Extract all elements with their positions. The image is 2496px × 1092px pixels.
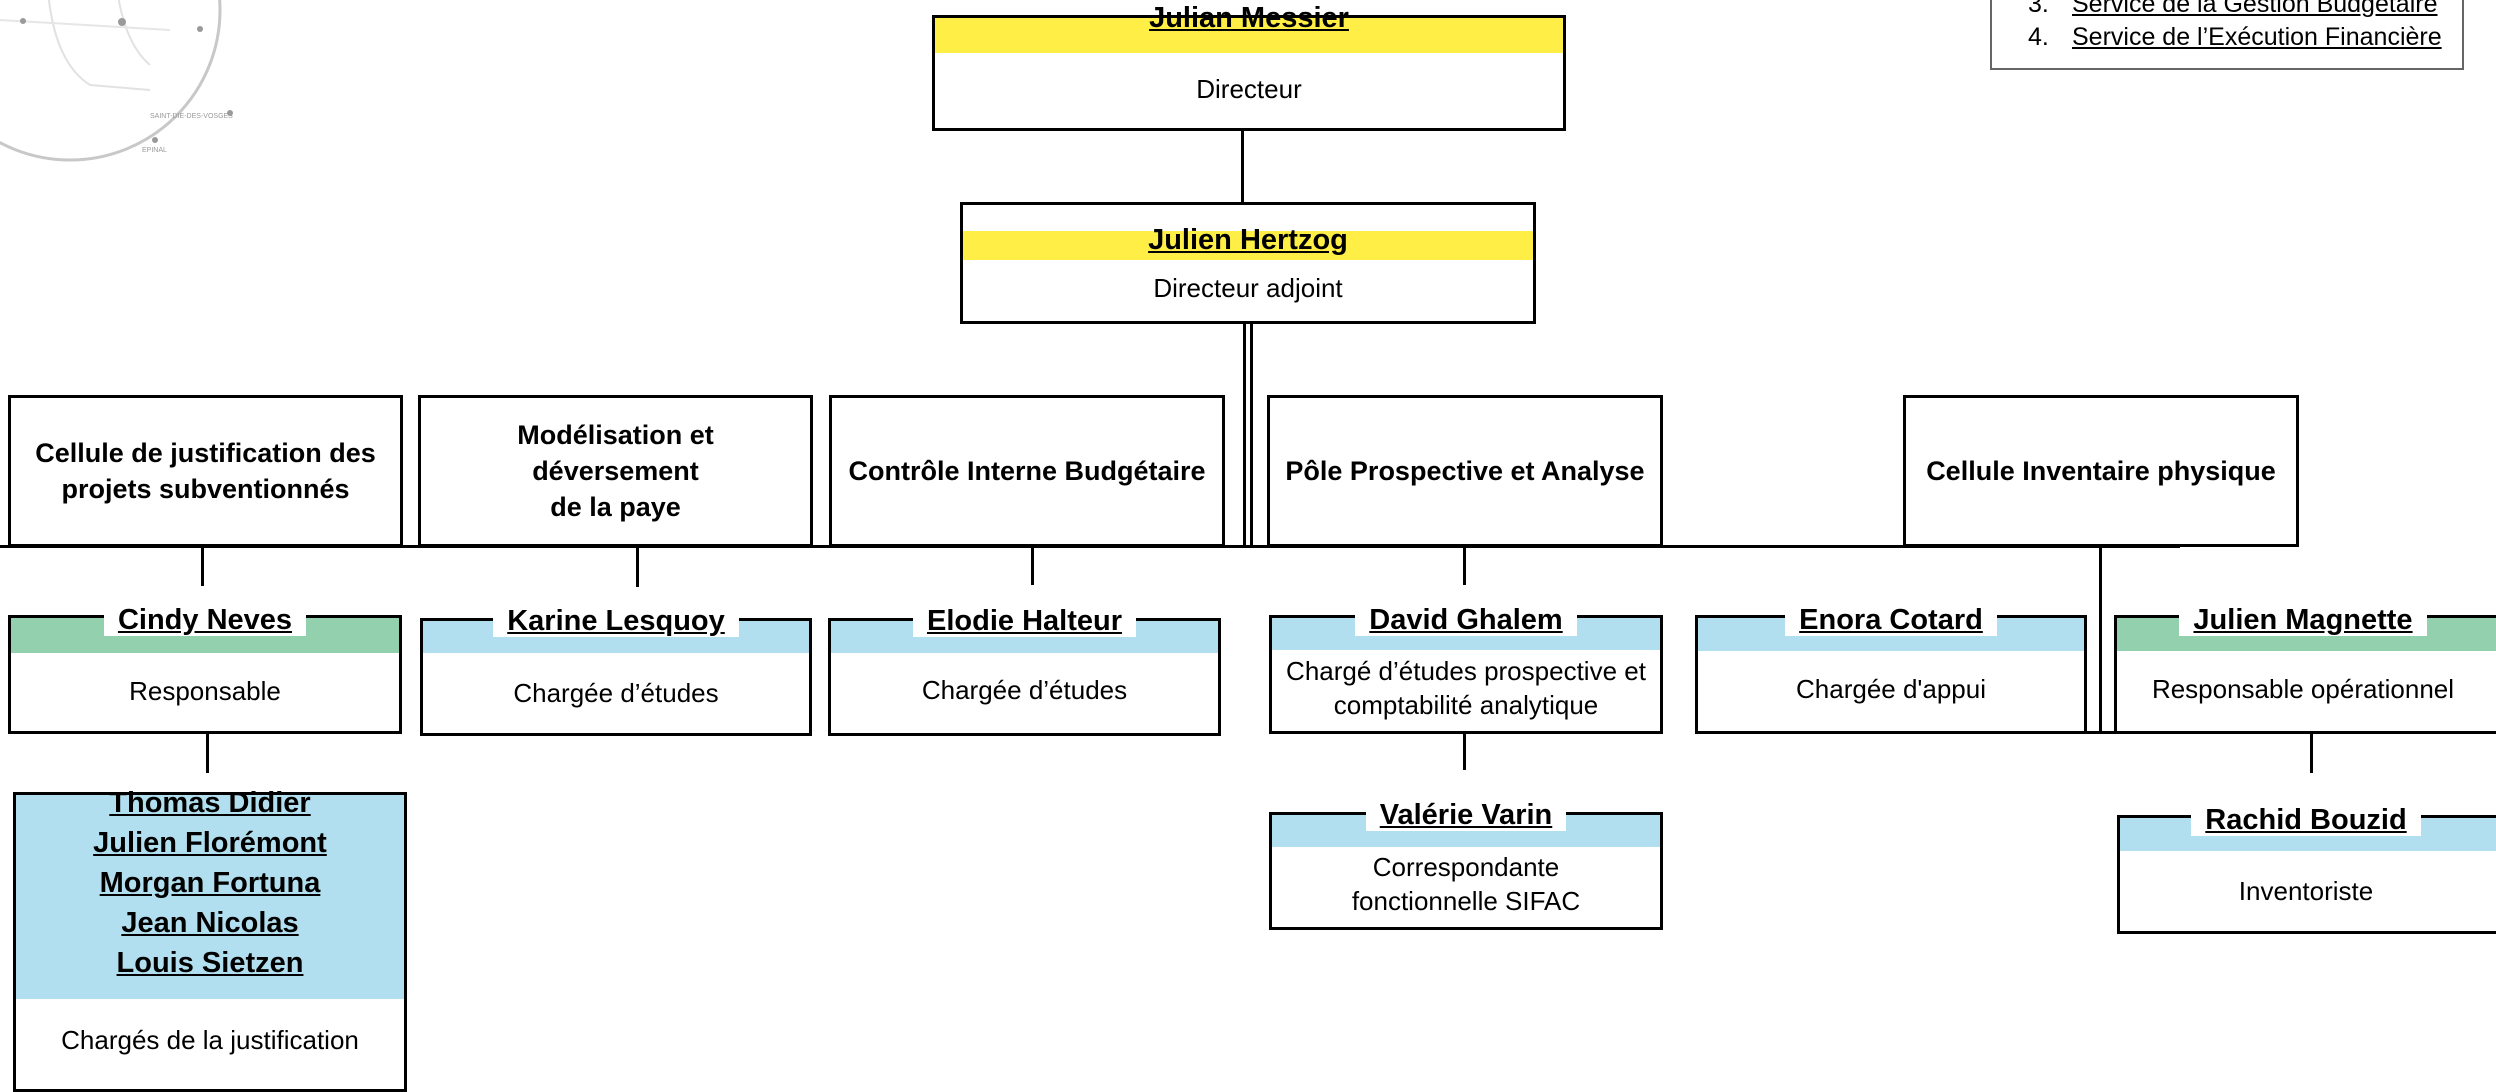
person-role: Correspondante fonctionnelle SIFAC [1272,850,1660,918]
person-name: Cindy Neves [11,603,399,637]
team-member-name: Julien Florémont [93,827,327,859]
person-role: Chargée d’études [921,675,1128,705]
unit-label: Contrôle Interne Budgétaire [848,456,1206,486]
team-member-name: Jean Nicolas [121,907,299,939]
deputy-role: Directeur adjoint [1153,273,1343,303]
legend-link[interactable]: Service de la Gestion Budgétaire [2072,0,2438,18]
unit-label: Modélisation et déversement de la paye [517,417,714,525]
person-box-rachid[interactable]: Rachid Bouzid Inventoriste [2117,804,2496,934]
person-role: Chargé d’études prospective et comptabil… [1272,654,1660,722]
elodie-name: Elodie Halteur [913,605,1136,637]
david-name: David Ghalem [1355,604,1577,636]
person-name: Julien Hertzog [963,223,1533,257]
connector-line [1241,130,1244,204]
connector-line [1463,733,1466,770]
team-member-name: Louis Sietzen [116,947,304,979]
unit-box-inventaire[interactable]: Cellule Inventaire physique [1903,395,2299,547]
director-name: Julian Messier [1149,2,1349,34]
role-line: comptabilité analytique [1333,690,1599,720]
person-name: Karine Lesquoy [423,604,809,638]
unit-label: Pôle Prospective et Analyse [1285,456,1645,486]
person-name: David Ghalem [1272,603,1660,637]
name-band [16,795,404,999]
connector-line [1250,323,1253,546]
unit-box-pole-prospective[interactable]: Pôle Prospective et Analyse [1267,395,1663,547]
team-box-justification[interactable]: Thomas Didier Julien Florémont Morgan Fo… [13,787,407,1092]
team-member-name: Morgan Fortuna [99,867,321,899]
connector-line [206,733,209,773]
rachid-name: Rachid Bouzid [2191,804,2421,836]
person-role: Inventoriste [2238,876,2374,906]
team-role: Chargés de la justification [61,1025,359,1055]
cindy-name: Cindy Neves [103,604,307,636]
unit-label: Cellule Inventaire physique [1926,456,2276,486]
map-logo-icon: SAINT-DIE-DES-VOSGES EPINAL [0,0,233,162]
deputy-director-box[interactable]: Julien Hertzog Directeur adjoint [960,202,1536,324]
role-line: fonctionnelle SIFAC [1351,886,1581,916]
person-name: Julian Messier [935,1,1563,35]
legend-item[interactable]: 3. Service de la Gestion Budgétaire [2028,0,2462,21]
unit-label-line: Modélisation et [517,420,714,450]
team-member-name: Thomas Didier [109,787,311,819]
role-line: Chargé d’études prospective et [1286,656,1646,686]
connector-line [1463,545,1466,585]
person-role: Responsable opérationnel [2151,674,2455,704]
person-name: Valérie Varin [1272,798,1660,832]
connector-line [1243,323,1246,546]
connector-line [1031,545,1034,585]
deputy-name: Julien Hertzog [1148,224,1348,256]
julien-magnette-name: Julien Magnette [2179,604,2427,636]
connector-line [2085,731,2118,734]
person-box-enora[interactable]: Enora Cotard Chargée d'appui [1695,604,2087,734]
connector-line [201,545,204,586]
unit-box-modelisation[interactable]: Modélisation et déversement de la paye [418,395,813,547]
legend-item[interactable]: 4. Service de l’Exécution Financière [2028,21,2462,54]
karine-name: Karine Lesquoy [493,605,739,637]
legend-number: 4. [2028,23,2049,51]
connector-line [636,545,639,587]
unit-box-controle-interne[interactable]: Contrôle Interne Budgétaire [829,395,1225,547]
person-name: Julien Magnette [2117,603,2489,637]
logo-label-epinal: EPINAL [142,147,167,154]
person-name: Rachid Bouzid [2120,803,2492,837]
person-box-karine[interactable]: Karine Lesquoy Chargée d’études [420,605,812,736]
person-box-valerie[interactable]: Valérie Varin Correspondante fonctionnel… [1269,799,1663,930]
person-role: Responsable [129,676,281,706]
unit-box-justification[interactable]: Cellule de justification des projets sub… [8,395,403,547]
unit-label-line: de la paye [550,492,681,522]
connector-line [2310,733,2313,773]
person-box-julien-magnette[interactable]: Julien Magnette Responsable opérationnel [2114,604,2496,734]
name-band [963,231,1533,260]
role-line: Correspondante [1372,852,1560,882]
person-role: Chargée d'appui [1796,674,1986,704]
name-band [935,18,1563,53]
valerie-name: Valérie Varin [1365,799,1567,831]
person-box-cindy[interactable]: Cindy Neves Responsable [8,604,402,734]
logo-label-saint-die: SAINT-DIE-DES-VOSGES [150,113,233,120]
director-box[interactable]: Julian Messier Directeur [932,2,1566,131]
person-box-elodie[interactable]: Elodie Halteur Chargée d’études [828,605,1221,736]
legend-box: 3. Service de la Gestion Budgétaire 4. Ser… [1990,0,2464,70]
team-names: Thomas Didier Julien Florémont Morgan Fo… [16,783,404,983]
person-name: Elodie Halteur [831,604,1218,638]
connector-line [2099,545,2102,734]
person-name: Enora Cotard [1698,603,2084,637]
unit-label-line: déversement [532,456,699,486]
legend-number: 3. [2028,0,2049,18]
person-role: Chargée d’études [513,678,719,708]
enora-name: Enora Cotard [1785,604,1997,636]
legend-link[interactable]: Service de l’Exécution Financière [2072,23,2442,51]
director-role: Directeur [1196,74,1302,104]
person-box-david[interactable]: David Ghalem Chargé d’études prospective… [1269,604,1663,734]
unit-label: Cellule de justification des projets sub… [35,438,376,504]
